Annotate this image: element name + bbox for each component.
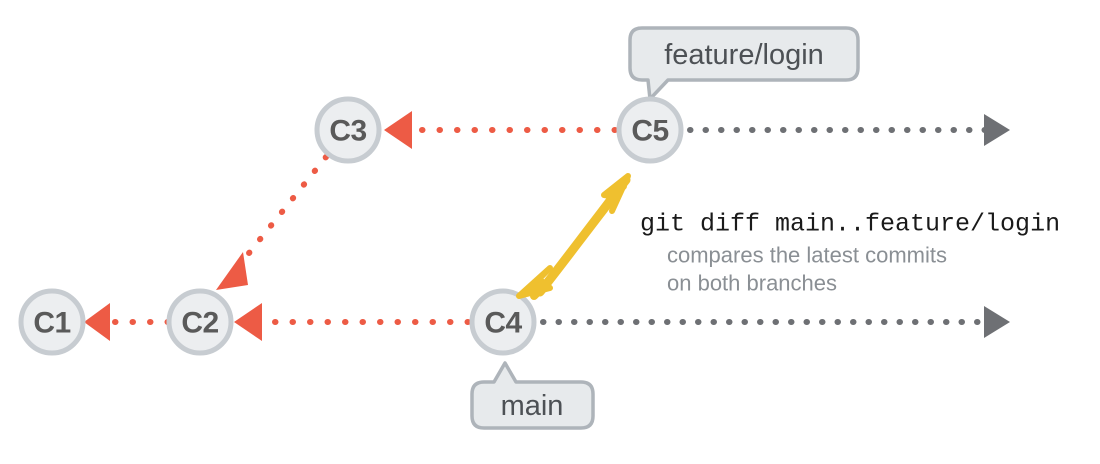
commit-node-c4-label: C4 (484, 307, 522, 340)
branch-label-feature-login-text: feature/login (664, 39, 824, 71)
commit-node-c4[interactable]: C4 (469, 288, 537, 356)
diff-annotation-command: git diff main..feature/login (640, 210, 1060, 239)
commit-node-c2[interactable]: C2 (166, 288, 234, 356)
diff-annotation: git diff main..feature/login compares th… (640, 210, 1060, 296)
parent-arrow-c3-to-c2-arrowhead (216, 252, 248, 290)
parent-arrow-c5-to-c3-arrowhead (384, 111, 412, 149)
commit-node-c1-label: C1 (33, 307, 70, 340)
parent-arrow-c3-to-c2-dots (234, 154, 329, 271)
commit-node-c1-circle (18, 288, 86, 356)
diff-annotation-note-line-2: on both branches (667, 271, 837, 296)
branch-line-main-arrowhead (984, 306, 1010, 338)
commit-node-c3[interactable]: C3 (314, 96, 382, 164)
diff-highlight-arrow-texture (530, 182, 627, 300)
commit-node-c3-circle (314, 96, 382, 164)
branch-label-feature-login[interactable]: feature/login (628, 26, 860, 101)
commit-node-c2-label: C2 (181, 307, 218, 340)
parent-arrow-c4-to-c2 (234, 303, 471, 341)
parent-arrow-c5-to-c3 (384, 111, 618, 149)
parent-arrow-c3-to-c2 (216, 154, 329, 290)
diff-annotation-note-line-1: compares the latest commits (667, 243, 947, 268)
parent-arrow-c4-to-c2-arrowhead (234, 303, 262, 341)
parent-arrow-c2-to-c1 (84, 303, 171, 341)
parent-arrow-c2-to-c1-arrowhead (84, 303, 110, 341)
diff-highlight-arrow (516, 173, 631, 300)
commit-node-c3-label: C3 (329, 115, 366, 148)
commit-node-c2-circle (166, 288, 234, 356)
branch-line-feature-login-arrowhead (984, 114, 1010, 146)
branch-label-main-text: main (501, 390, 564, 422)
commit-node-c5[interactable]: C5 (616, 96, 684, 164)
commit-node-c5-circle (616, 96, 684, 164)
branch-line-feature-login (687, 114, 1010, 146)
branch-label-main[interactable]: main (470, 361, 595, 430)
commit-node-c5-label: C5 (631, 115, 668, 148)
branch-label-feature-login-bubble (628, 26, 860, 101)
commit-node-c1[interactable]: C1 (18, 288, 86, 356)
branch-label-main-bubble (470, 361, 595, 430)
commit-node-c4-circle (469, 288, 537, 356)
branch-line-main (540, 306, 1010, 338)
